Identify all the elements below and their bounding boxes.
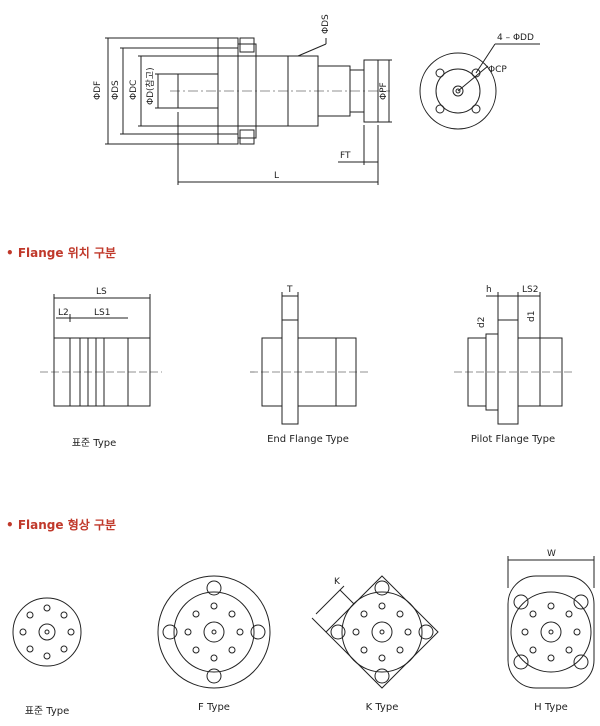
- label-ft: FT: [340, 151, 351, 161]
- label-df: ΦDF: [93, 81, 103, 100]
- label-ds-left: ΦDS: [111, 80, 121, 100]
- position-drawings: LS L2 LS1 T h LS2 d2 d1: [40, 285, 574, 425]
- label-d2: d2: [477, 317, 487, 328]
- label-h: h: [486, 285, 492, 295]
- caption-f-type: F Type: [198, 702, 230, 713]
- label-d-ref: ΦD(참고): [145, 67, 156, 105]
- label-cp: ΦCP: [488, 65, 507, 75]
- section-title-shape: • Flange 형상 구분: [6, 518, 117, 532]
- label-t: T: [286, 285, 293, 295]
- caption-k-type: K Type: [365, 702, 399, 713]
- label-holes: 4 – ΦDD: [497, 33, 534, 43]
- caption-end-flange: End Flange Type: [267, 434, 349, 445]
- label-l2: L2: [58, 308, 69, 318]
- label-ls2: LS2: [522, 285, 538, 295]
- label-ls1: LS1: [94, 308, 110, 318]
- caption-standard-shape: 표준 Type: [24, 706, 70, 717]
- label-ls: LS: [96, 287, 107, 297]
- label-k: K: [334, 577, 341, 587]
- label-dc: ΦDC: [129, 80, 139, 100]
- caption-standard-position: 표준 Type: [71, 438, 117, 449]
- top-assembly-drawing: ΦDF ΦDS ΦDC ΦD(참고) ΦDS ΦPF FT L 4 – ΦDD …: [93, 14, 540, 185]
- section-title-position: • Flange 위치 구분: [6, 246, 117, 260]
- shape-drawings: K W: [12, 549, 595, 689]
- label-pf: ΦPF: [379, 82, 389, 100]
- label-l: L: [274, 171, 279, 181]
- label-d1: d1: [527, 311, 537, 322]
- caption-h-type: H Type: [534, 702, 568, 713]
- label-w: W: [547, 549, 556, 559]
- label-ds-top: ΦDS: [321, 14, 331, 34]
- caption-pilot-flange: Pilot Flange Type: [470, 434, 556, 445]
